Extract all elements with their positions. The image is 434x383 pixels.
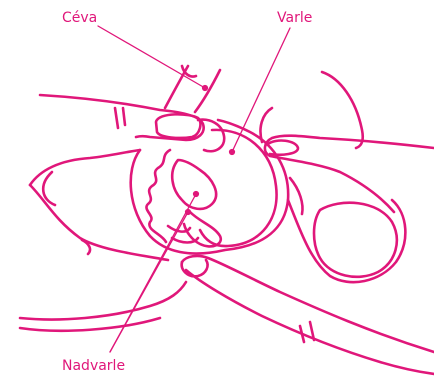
right-thumbnail — [268, 141, 298, 155]
epididymis-body — [172, 160, 216, 209]
epididymis-wavy-outer — [146, 150, 170, 242]
label-ceva: Céva — [62, 10, 97, 26]
left-knuckle-lines — [115, 108, 125, 128]
scrotum-outline — [131, 120, 288, 254]
varle-leader-dot — [230, 150, 234, 154]
ceva-leader-dot — [203, 86, 207, 90]
nadvarle-leader-dot-1 — [186, 210, 190, 214]
right-scrotum — [288, 200, 405, 282]
label-nadvarle: Nadvarle — [62, 358, 125, 374]
lower-fingernail — [182, 260, 208, 276]
left-palm-lower — [30, 185, 168, 260]
left-palm-fold — [43, 172, 55, 205]
second-testicle — [314, 203, 397, 277]
left-index-finger — [40, 95, 204, 140]
nadvarle-leader-2 — [110, 194, 196, 352]
ceva-leader — [98, 26, 205, 88]
nadvarle-leader-dot-2 — [194, 192, 198, 196]
label-varle: Varle — [277, 10, 312, 26]
right-thumb — [265, 136, 434, 212]
right-hand-knuckle — [322, 72, 363, 148]
spermatic-cord — [165, 66, 220, 112]
left-lower-finger — [20, 282, 186, 320]
right-hand-back — [260, 108, 272, 142]
